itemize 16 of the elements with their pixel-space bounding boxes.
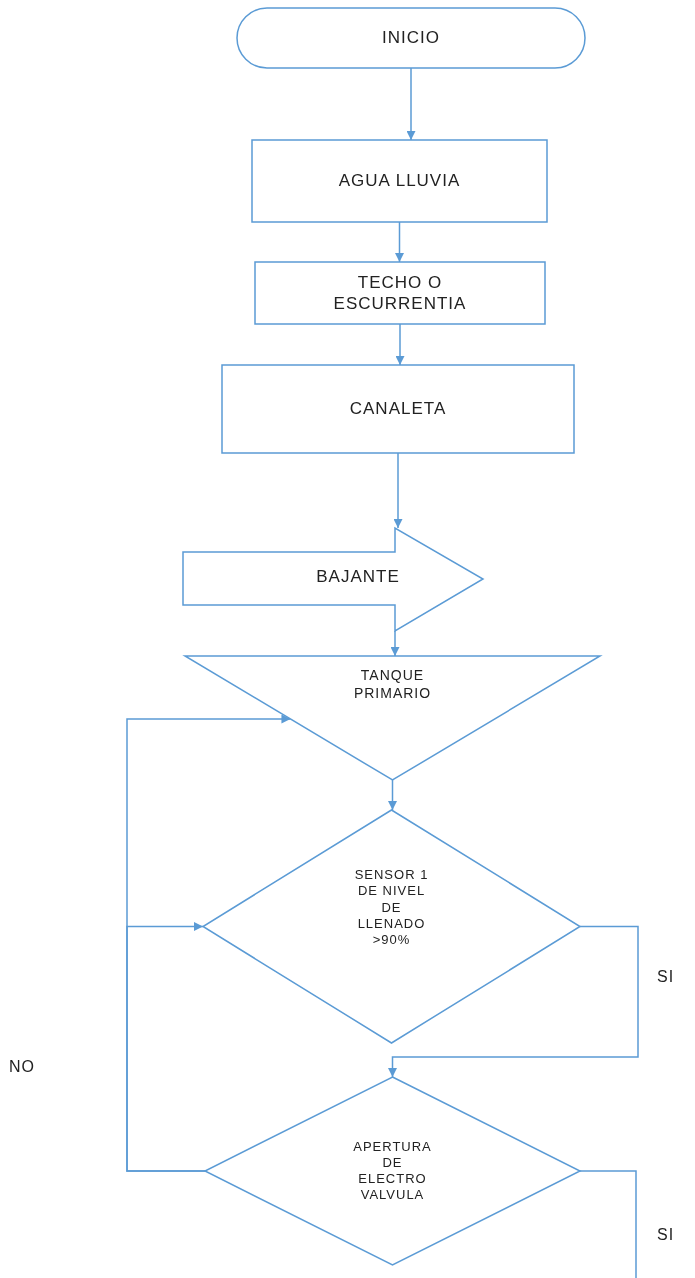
arrow [126,922,206,1172]
arrow [388,925,639,1078]
node-label: TECHO O ESCURRENTIA [332,271,468,315]
arrow [395,323,405,366]
arrow [406,67,416,141]
node-label: BAJANTE [315,565,401,588]
node-label: AGUA LLUVIA [337,170,462,192]
node-label: APERTURA DE ELECTRO VALVULA [352,1138,433,1204]
arrow [388,779,397,811]
node-label: INICIO [381,27,441,49]
node-label: SENSOR 1 DE NIVEL DE LLENADO >90% [353,867,430,949]
arrow [393,452,403,529]
arrow [395,221,404,263]
arrow [390,630,400,657]
node-label: CANALETA [348,398,448,420]
node-label: TANQUE PRIMARIO [352,667,433,702]
